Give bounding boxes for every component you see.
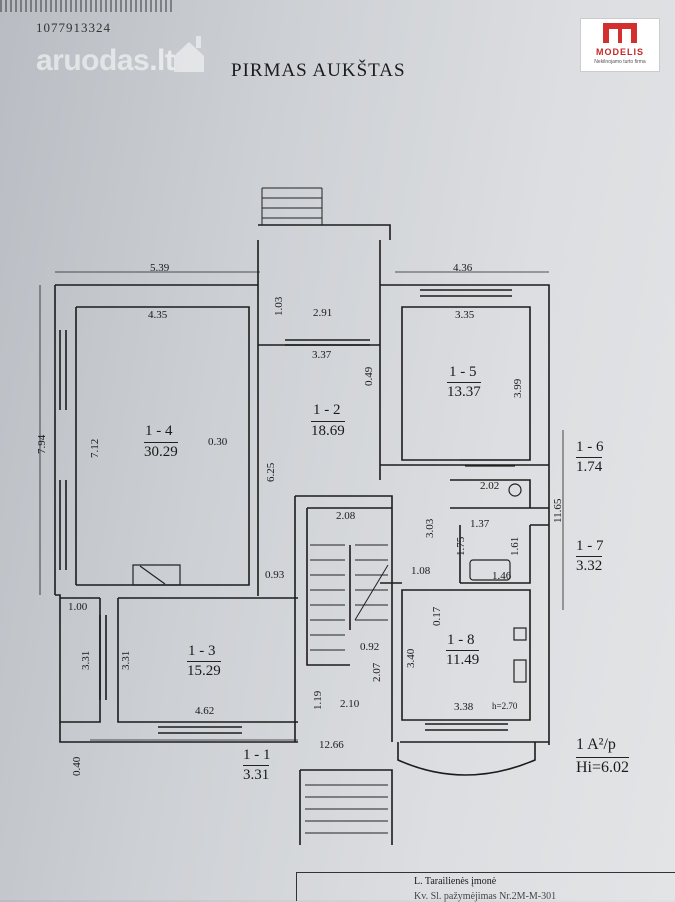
dim-5-39: 5.39 [150, 262, 170, 274]
dim-4-35: 4.35 [148, 309, 168, 321]
dim-12-66: 12.66 [319, 739, 344, 751]
dim-1-19: 1.19 [312, 690, 324, 710]
logo-name: MODELIS [595, 47, 644, 57]
room-1-1-area: 3.31 [243, 765, 270, 783]
dim-1-37: 1.37 [470, 518, 490, 530]
dim-2-10: 2.10 [340, 698, 360, 710]
certificate-line: Kv. Sl. pažymėjimas Nr.2M-M-301 [414, 891, 557, 902]
dim-3-99: 3.99 [512, 378, 524, 398]
room-1-2-area: 18.69 [311, 421, 345, 439]
dim-0-92: 0.92 [360, 641, 380, 653]
page-title: PIRMAS AUKŠTAS [231, 60, 406, 81]
company-name: L. Tarailienės įmonė [414, 876, 497, 887]
company-logo: MODELIS Nekilnojamo turto firma [580, 18, 660, 72]
room-1-4-id: 1 - 4 [145, 423, 173, 439]
dim-1-00: 1.00 [68, 601, 88, 613]
house-icon [174, 36, 204, 72]
room-1-3-area: 15.29 [187, 661, 221, 679]
dim-0-49: 0.49 [363, 366, 375, 386]
dim-0-93: 0.93 [265, 569, 285, 581]
room-1-8-area: 11.49 [446, 650, 480, 668]
dim-6-25: 6.25 [265, 462, 277, 482]
room-1-5-id: 1 - 5 [449, 364, 477, 380]
dim-3-31-left: 3.31 [80, 650, 92, 670]
dim-1-61: 1.61 [509, 536, 521, 556]
dim-ceiling-height: h=2.70 [492, 701, 518, 711]
dim-0-30: 0.30 [208, 436, 228, 448]
dim-3-31-right: 3.31 [120, 650, 132, 670]
dim-2-02: 2.02 [480, 480, 500, 492]
dim-0-40: 0.40 [71, 756, 83, 776]
dim-11-65: 11.65 [552, 498, 564, 523]
document-number: 1077913324 [36, 20, 111, 35]
dim-3-37: 3.37 [312, 349, 332, 361]
dim-4-62: 4.62 [195, 705, 215, 717]
logo-mark-icon [603, 23, 637, 43]
logo-subtitle: Nekilnojamo turto firma [594, 59, 646, 65]
room-1-6-area: 1.74 [576, 457, 603, 475]
dim-1-03: 1.03 [273, 296, 285, 316]
dim-1-46: 1.46 [492, 570, 512, 582]
room-1-6-id: 1 - 6 [576, 439, 604, 455]
room-1-7-id: 1 - 7 [576, 538, 604, 554]
room-1-4-area: 30.29 [144, 442, 178, 460]
room-1-5-area: 13.37 [447, 382, 481, 400]
dim-1-75: 1.75 [455, 536, 467, 556]
dim-3-03: 3.03 [424, 518, 436, 538]
dim-2-08: 2.08 [336, 510, 356, 522]
floor-ratio-label: 1 A²/p [576, 736, 616, 753]
room-1-3-id: 1 - 3 [188, 643, 216, 659]
dim-4-36: 4.36 [453, 262, 473, 274]
dim-2-07: 2.07 [371, 662, 383, 682]
room-1-7-area: 3.32 [576, 556, 603, 574]
dim-2-91: 2.91 [313, 307, 333, 319]
watermark-text: aruodas.lt [36, 44, 175, 78]
watermark-name: aruodas [36, 44, 150, 77]
dim-0-17: 0.17 [431, 606, 443, 626]
room-1-1-id: 1 - 1 [243, 747, 271, 763]
dim-3-40: 3.40 [405, 648, 417, 668]
dim-7-12: 7.12 [89, 438, 101, 458]
dim-7-94: 7.94 [36, 434, 48, 454]
dim-3-35: 3.35 [455, 309, 475, 321]
dim-3-38: 3.38 [454, 701, 474, 713]
scanned-border-strip [0, 0, 175, 12]
title-block [296, 872, 675, 901]
room-1-2-id: 1 - 2 [313, 402, 341, 418]
room-1-8-id: 1 - 8 [447, 632, 475, 648]
dim-1-08: 1.08 [411, 565, 431, 577]
watermark-suffix: .lt [149, 44, 175, 77]
floor-height-label: Hi=6.02 [576, 757, 630, 776]
